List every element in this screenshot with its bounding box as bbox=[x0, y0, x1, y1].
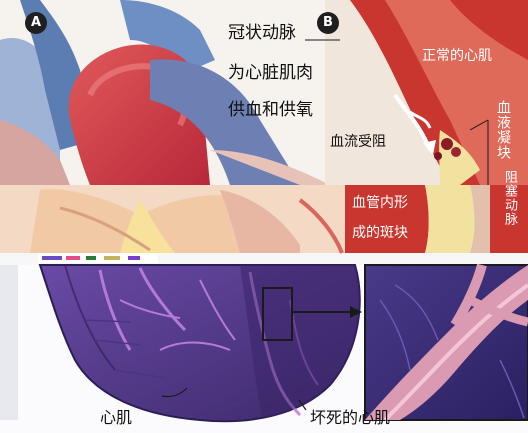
panel-b-badge: B bbox=[317, 12, 339, 34]
label-blood-flow-blocked: 血流受阻 bbox=[330, 131, 386, 151]
label-normal-myocardium: 正常的心肌 bbox=[422, 45, 492, 65]
label-dead-muscle: 坏死的心肌 bbox=[310, 404, 390, 428]
label-blood-clot: 血液凝块 bbox=[493, 100, 513, 160]
label-coronary-line1: 冠状动脉 bbox=[228, 18, 296, 43]
label-heart-muscle: 心肌 bbox=[100, 404, 132, 428]
label-coronary-line3: 供血和供氧 bbox=[228, 95, 313, 120]
panel-a-badge: A bbox=[25, 12, 47, 34]
label-coronary-line2: 为心脏肌肉 bbox=[228, 58, 313, 83]
label-plaque-line2: 成的斑块 bbox=[352, 222, 408, 242]
label-blocked-artery: 阻塞动脉 bbox=[500, 170, 519, 226]
zoom-panel bbox=[365, 265, 528, 420]
label-plaque-line1: 血管内形 bbox=[352, 192, 408, 212]
